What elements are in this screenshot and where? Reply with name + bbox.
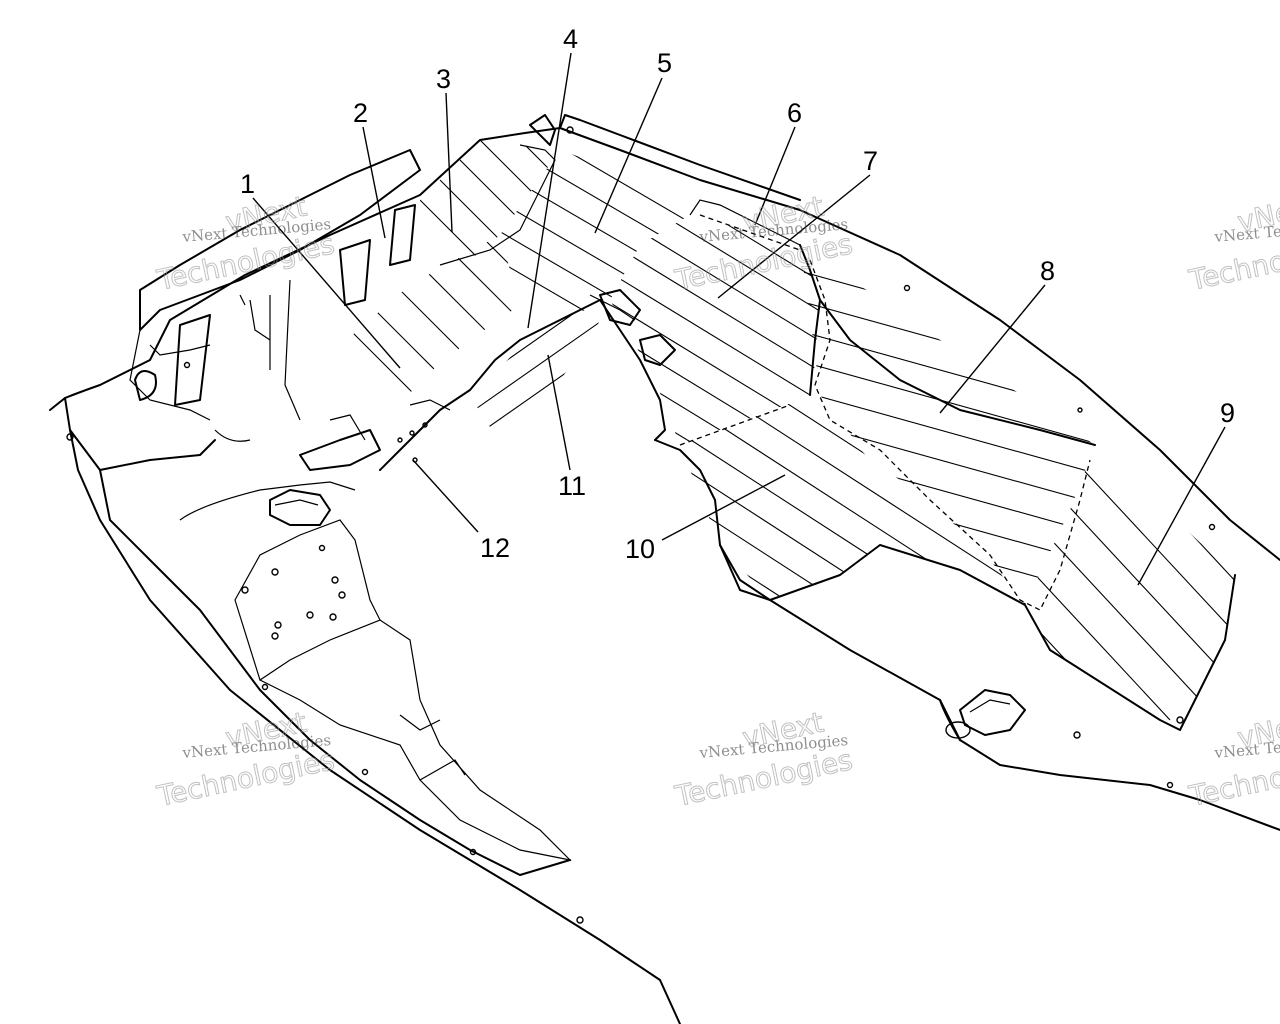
watermark-3: vNext Technologies vNext Technologies [1185,189,1280,297]
callout-10: 10 [625,534,655,564]
floor-pan-outline [49,114,1280,1024]
callout-12: 12 [480,533,510,563]
callout-9: 9 [1220,398,1235,428]
svg-text:vNext: vNext [1235,190,1280,239]
callout-8: 8 [1040,256,1055,286]
bolt-holes [66,126,1216,924]
leader-lines [252,52,1226,586]
watermarks: vNext Technologies vNext Technologies vN… [153,189,1280,813]
bracket-details [134,114,1026,739]
callout-5: 5 [657,48,672,78]
watermark-2: vNext Technologies vNext Technologies [671,189,856,297]
watermark-1: vNext Technologies vNext Technologies [153,189,338,297]
callout-7: 7 [863,146,878,176]
callout-11: 11 [558,471,586,501]
watermark-5: vNext Technologies vNext Technologies [671,705,856,813]
hatch-region-3 [420,140,560,270]
hatch-region-1 [335,235,520,420]
callout-labels: 1 2 3 4 5 6 7 8 9 10 11 12 [240,24,1235,564]
watermark-6: vNext Technologies vNext Technologies [1185,705,1280,813]
callout-6: 6 [787,98,802,128]
callout-2: 2 [353,98,368,128]
watermark-4: vNext Technologies vNext Technologies [153,705,338,813]
svg-text:vNext: vNext [1235,706,1280,755]
callout-4: 4 [563,24,578,54]
hatch-region-7 [610,215,820,445]
hatch-region-10 [680,395,1025,605]
callout-3: 3 [436,64,451,94]
callout-1: 1 [240,169,255,199]
dashed-boundary-7 [679,214,801,446]
dashed-boundary [809,259,1091,611]
